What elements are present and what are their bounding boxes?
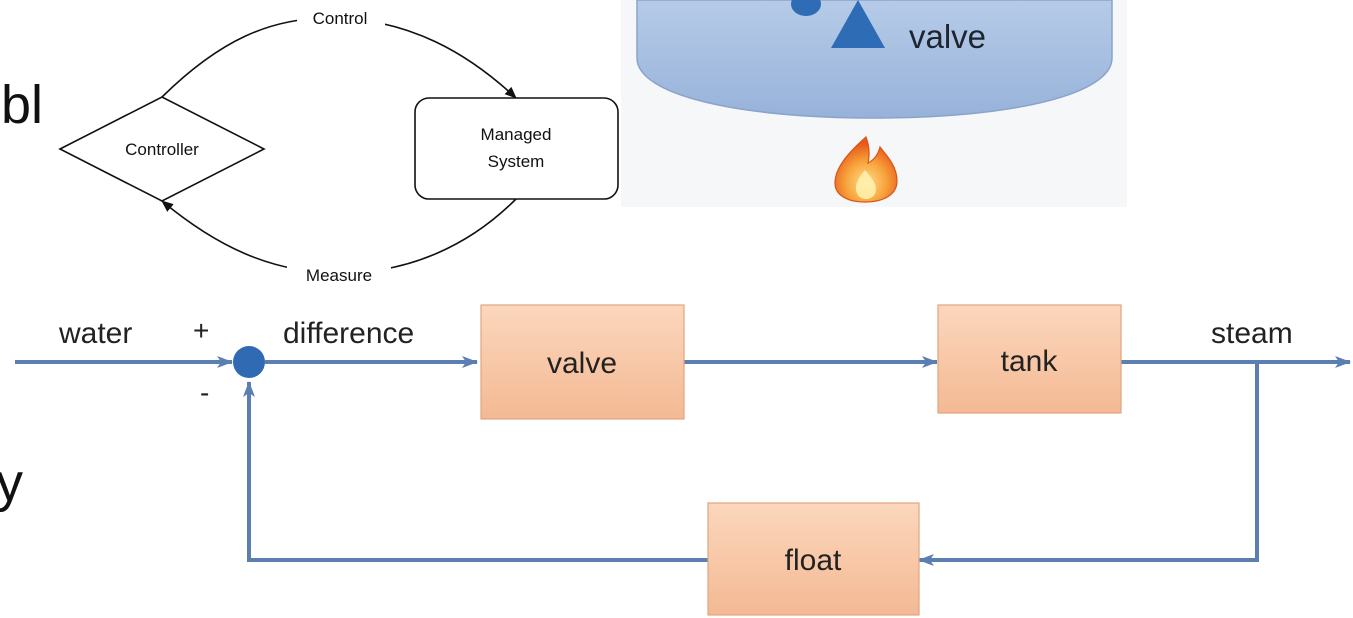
difference-label: difference: [283, 317, 414, 350]
minus-sign: -: [200, 377, 209, 408]
tank-body: [636, 0, 1113, 119]
valve-block-label: valve: [547, 347, 617, 380]
control-label-bg: [297, 6, 385, 28]
controller-label: Controller: [125, 140, 199, 159]
valve-block: [480, 304, 685, 420]
block-diagram: valve tank float water + - difference st…: [15, 304, 1351, 616]
managed-system-label-line1: Managed: [481, 125, 552, 144]
slide-text-fragment-lower: y: [0, 453, 23, 513]
water-input-label: water: [58, 317, 132, 350]
slide-text-fragment-upper: bl: [1, 75, 44, 135]
float-block-label: float: [785, 544, 842, 577]
steam-output-label: steam: [1211, 317, 1293, 350]
plus-sign: +: [193, 315, 209, 346]
control-loop-diagram: Controller Managed System Control Measur…: [58, 6, 619, 285]
flame-icon: [834, 135, 898, 203]
measure-label-bg: [287, 263, 391, 285]
control-arrow: [161, 17, 517, 99]
valve-triangle-icon: [831, 0, 885, 48]
measure-arrow-label: Measure: [306, 266, 372, 285]
float-ball: [791, 0, 821, 16]
feedback-to-float-arrow: [918, 362, 1259, 566]
boiler-illustration: valve: [621, 0, 1127, 207]
float-block: [707, 502, 920, 616]
float-to-junction-arrow: [243, 381, 708, 562]
control-arrow-label: Control: [313, 9, 368, 28]
tank-block-label: tank: [1001, 345, 1059, 378]
tank-block: [937, 304, 1122, 414]
controller-diamond: [58, 96, 266, 202]
valve-illustration-label: valve: [909, 18, 986, 55]
managed-system-box: [414, 97, 619, 200]
measure-arrow: [161, 198, 517, 274]
summing-junction: [233, 346, 265, 378]
managed-system-label-line2: System: [488, 152, 545, 171]
